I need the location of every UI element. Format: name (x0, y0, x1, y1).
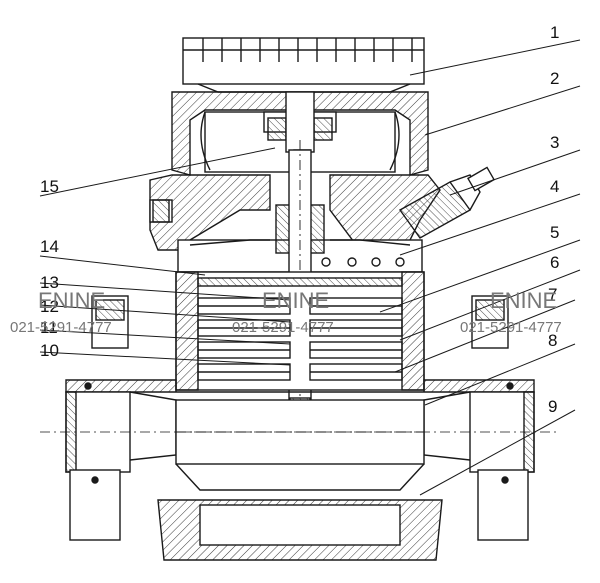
callout-15: 15 (40, 177, 59, 196)
leader-lines (39, 39, 581, 496)
callout-5: 5 (550, 223, 559, 242)
callout-13: 13 (40, 273, 59, 292)
callout-11: 11 (40, 318, 58, 337)
motor-fan-cover (182, 37, 425, 93)
callout-10: 10 (40, 341, 59, 360)
watermark-brand: ENINE (262, 288, 329, 313)
mechanical-seal (275, 204, 405, 267)
watermark-brand: ENINE (490, 288, 557, 313)
watermark-phone: 021-5291-4777 (10, 319, 112, 336)
vent-plug (398, 166, 495, 239)
callout-4: 4 (550, 177, 559, 196)
callout-8: 8 (548, 331, 557, 350)
callout-3: 3 (550, 133, 559, 152)
pump-foot (157, 463, 443, 561)
watermark-right: ENINE 021-5291-4777 (460, 288, 562, 336)
callout-14: 14 (40, 237, 59, 256)
callout-2: 2 (550, 69, 559, 88)
pump-stack (175, 271, 425, 391)
watermark-center: ENINE 021-5291-4777 (232, 288, 334, 336)
callout-1: 1 (550, 23, 559, 42)
pump-base (40, 379, 560, 541)
callout-12: 12 (40, 297, 59, 316)
watermark-phone: 021-5291-4777 (232, 319, 334, 336)
callout-7: 7 (548, 285, 557, 304)
watermark-left: ENINE 021-5291-4777 (10, 288, 112, 336)
watermark-phone: 021-5291-4777 (460, 319, 562, 336)
watermark-brand: ENINE (38, 288, 105, 313)
callout-6: 6 (550, 253, 559, 272)
callout-9: 9 (548, 397, 557, 416)
seal-bolt (152, 199, 170, 223)
